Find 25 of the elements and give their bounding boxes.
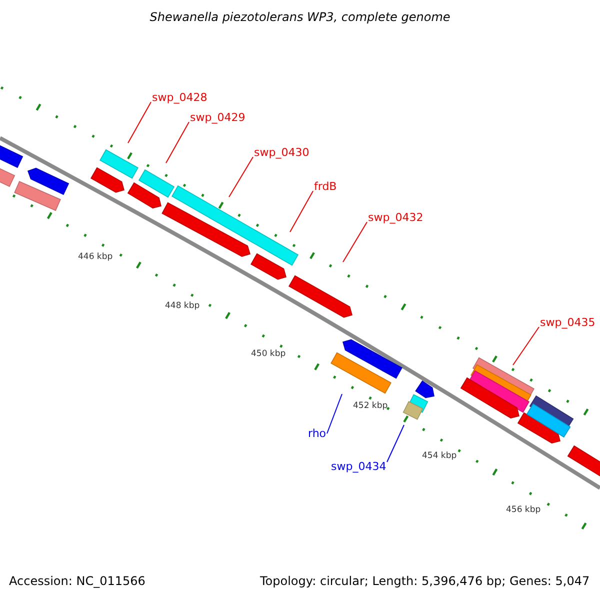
leader-line	[326, 394, 342, 434]
leader-line	[342, 222, 368, 262]
leader-line	[228, 156, 254, 198]
tick-label: 450 kbp	[251, 349, 286, 360]
tick-label: 454 kbp	[422, 451, 457, 462]
accession-text: Accession: NC_011566	[9, 574, 146, 588]
gene-label: swp_0435	[540, 316, 596, 330]
tick-label: 446 kbp	[78, 252, 113, 262]
gene-label: swp_0430	[254, 146, 310, 160]
leader-line	[290, 190, 314, 232]
gene-label: frdB	[314, 180, 337, 194]
gene-label: swp_0432	[368, 211, 424, 224]
tick-label: 456 kbp	[506, 505, 541, 516]
leader-line	[512, 326, 540, 366]
gene-label: swp_0429	[190, 111, 246, 124]
gene-label: swp_0428	[152, 91, 208, 104]
gene-label: rho	[308, 427, 326, 440]
leader-line	[166, 122, 190, 164]
genome-summary-text: Topology: circular; Length: 5,396,476 bp; Genes: 5,047	[260, 574, 590, 588]
tick-label: 448 kbp	[165, 301, 200, 312]
gene-label: swp_0434	[331, 460, 386, 474]
leader-line	[128, 102, 152, 144]
leader-line	[386, 424, 404, 462]
tick-label: 452 kbp	[353, 401, 388, 412]
title: Shewanella piezotolerans WP3, complete genome	[148, 10, 452, 24]
